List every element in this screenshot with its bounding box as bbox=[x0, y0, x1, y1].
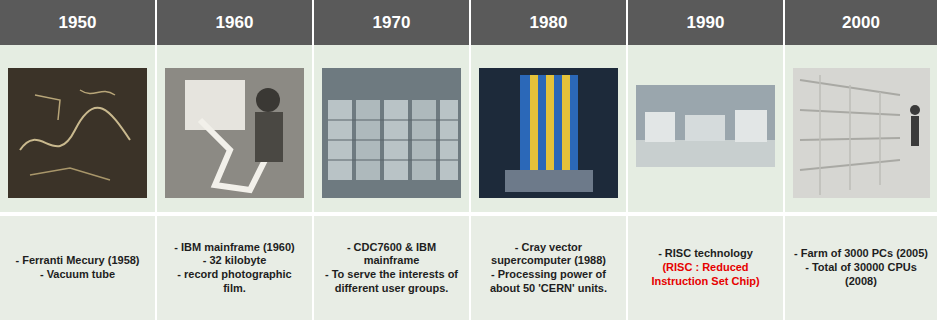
description-text: - CDC7600 & IBM mainframe bbox=[322, 241, 461, 269]
ferranti-photo bbox=[8, 68, 147, 198]
photo-band bbox=[0, 45, 937, 212]
year-label: 1950 bbox=[59, 13, 97, 33]
description-text: - Ferranti Mecury (1958) bbox=[15, 254, 139, 268]
description-text: - RISC technology bbox=[658, 247, 753, 261]
description-text: - Processing power of about 50 'CERN' un… bbox=[479, 268, 618, 296]
cdc7600-photo bbox=[322, 68, 461, 198]
year-header: 1980 bbox=[471, 0, 626, 45]
description-panel: - CDC7600 & IBM mainframe- To serve the … bbox=[314, 216, 469, 320]
year-label: 1970 bbox=[373, 13, 411, 33]
year-label: 1960 bbox=[216, 13, 254, 33]
year-header: 1960 bbox=[157, 0, 312, 45]
description-text: - 32 kilobyte bbox=[203, 254, 267, 268]
year-header: 1990 bbox=[628, 0, 783, 45]
ibm-mainframe-photo bbox=[165, 68, 304, 198]
description-panel: - RISC technology(RISC : Reduced Instruc… bbox=[628, 216, 783, 320]
description-text: - Cray vector supercomputer (1988) bbox=[479, 241, 618, 269]
year-header: 2000 bbox=[785, 0, 937, 45]
year-label: 1990 bbox=[687, 13, 725, 33]
year-label: 1980 bbox=[530, 13, 568, 33]
description-text: - Farm of 3000 PCs (2005) bbox=[794, 247, 928, 261]
description-panel: - Ferranti Mecury (1958)- Vacuum tube bbox=[0, 216, 155, 320]
description-text: - Vacuum tube bbox=[40, 268, 115, 282]
description-panel: - Cray vector supercomputer (1988)- Proc… bbox=[471, 216, 626, 320]
year-header: 1970 bbox=[314, 0, 469, 45]
pc-farm-photo bbox=[793, 68, 930, 198]
risc-room-photo bbox=[636, 85, 775, 167]
year-header: 1950 bbox=[0, 0, 155, 45]
description-text: - IBM mainframe (1960) bbox=[174, 241, 294, 255]
description-text: - record photographic film. bbox=[165, 268, 304, 296]
description-panel: - IBM mainframe (1960)- 32 kilobyte- rec… bbox=[157, 216, 312, 320]
year-label: 2000 bbox=[842, 13, 880, 33]
description-text: - To serve the interests of different us… bbox=[322, 268, 461, 296]
cray-photo bbox=[479, 68, 618, 198]
description-panel: - Farm of 3000 PCs (2005)- Total of 3000… bbox=[785, 216, 937, 320]
description-text: - Total of 30000 CPUs (2008) bbox=[793, 261, 929, 289]
description-text: (RISC : Reduced Instruction Set Chip) bbox=[636, 261, 775, 289]
